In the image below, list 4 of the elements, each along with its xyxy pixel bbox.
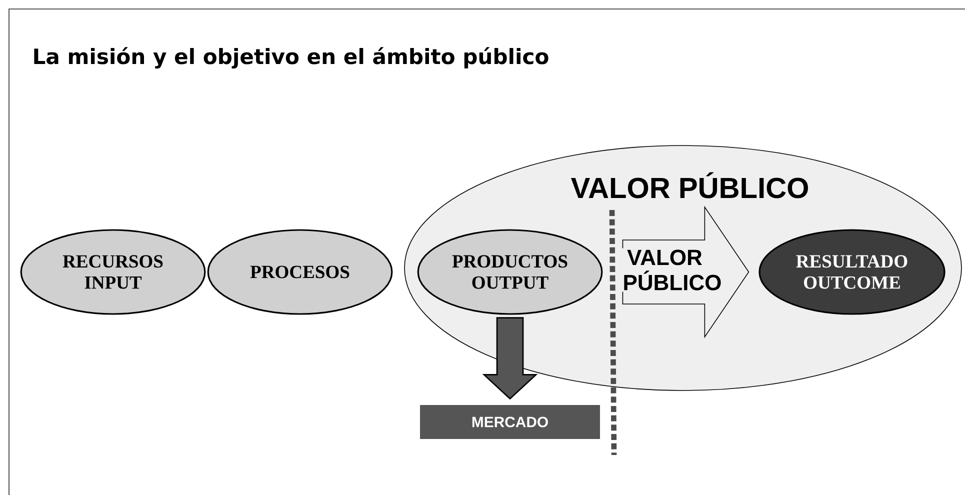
block-arrow: [482, 317, 538, 400]
edge-label: VALOR PÚBLICO: [621, 248, 721, 292]
label-box: MERCADO: [420, 405, 600, 439]
title: La misión y el objetivo en el ámbito público: [34, 47, 548, 69]
